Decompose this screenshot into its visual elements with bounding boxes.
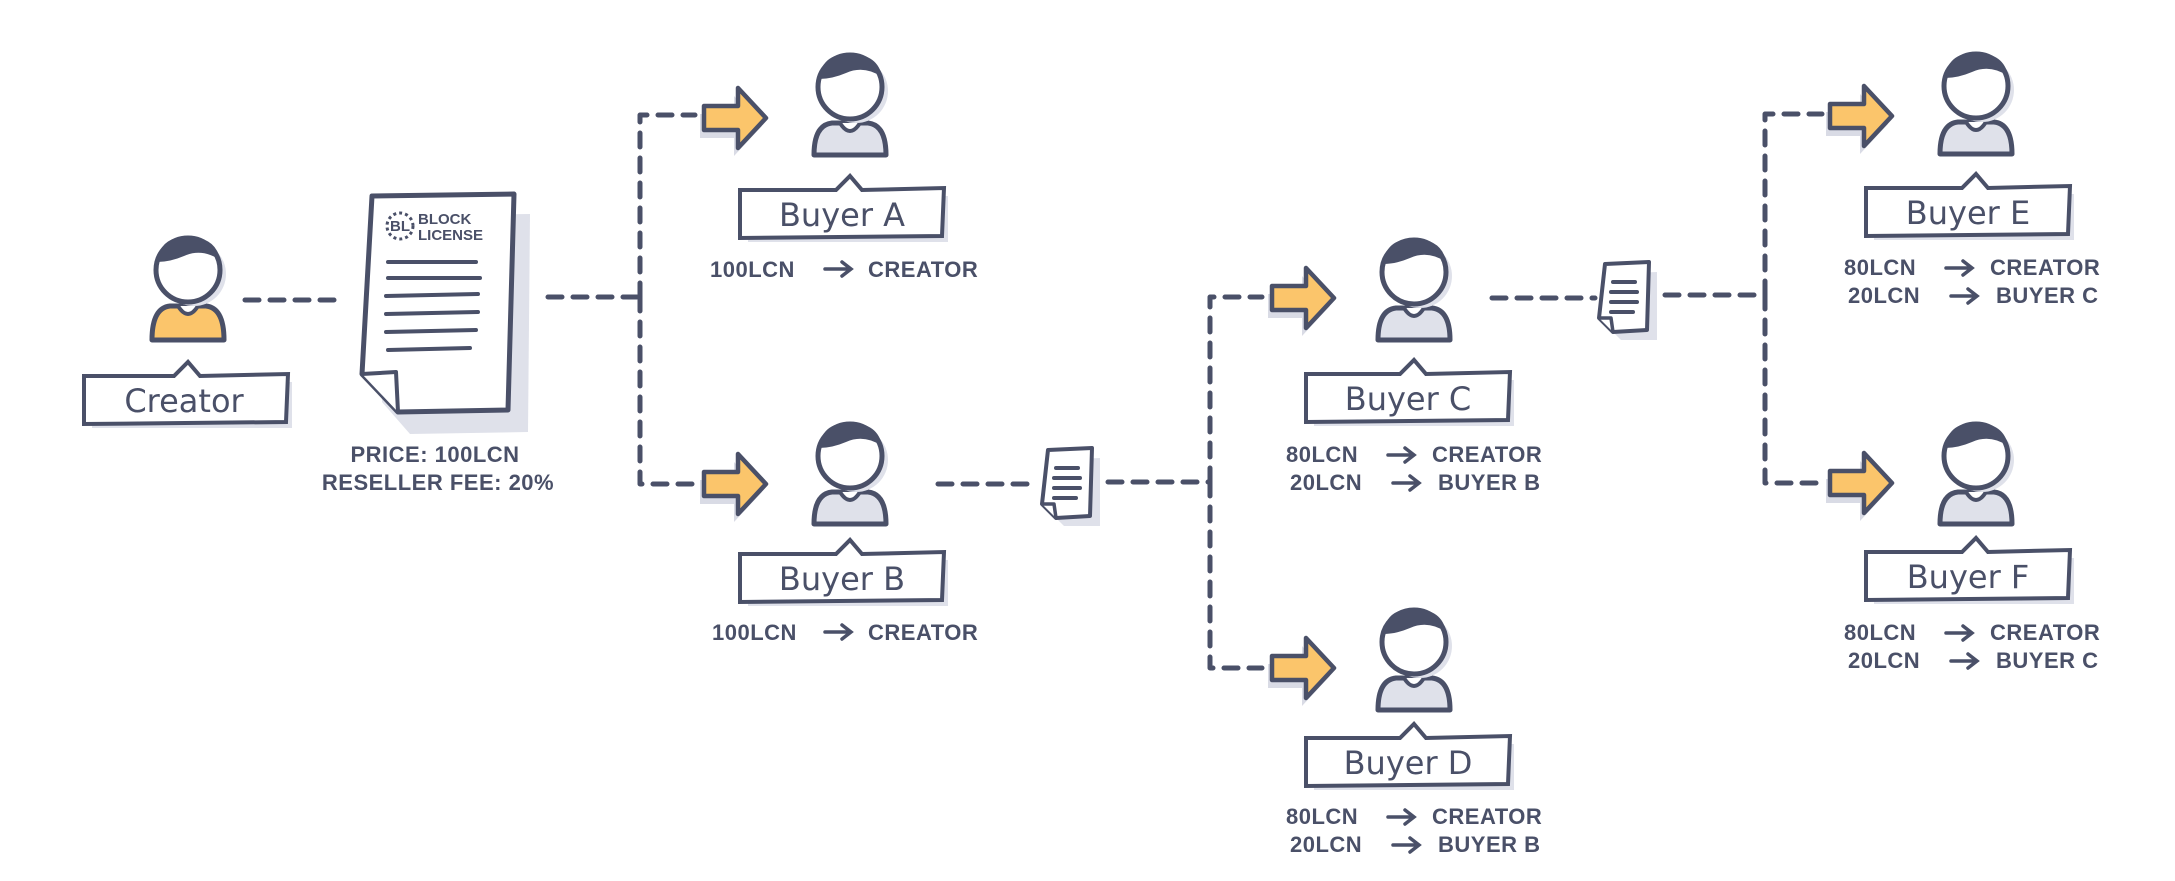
tx-recipient: BUYER B xyxy=(1438,832,1541,857)
connectors xyxy=(242,111,1825,671)
tx-amount: 80LCN xyxy=(1286,442,1358,467)
person-icon xyxy=(1937,51,2015,157)
buyer-b-label-text: Buyer B xyxy=(779,560,905,598)
document-icon xyxy=(1040,446,1100,526)
buyer-d-label: Buyer D xyxy=(1304,721,1514,790)
tx-recipient: CREATOR xyxy=(868,257,978,282)
arrow-right-icon xyxy=(700,451,769,522)
buyer-a-label-text: Buyer A xyxy=(779,196,905,234)
person-icon xyxy=(1937,421,2015,527)
arrow-right-icon xyxy=(700,85,769,156)
connector-split3-buyer-e xyxy=(1762,111,1825,298)
buyer-e-label-text: Buyer E xyxy=(1906,194,2030,232)
tx-amount: 80LCN xyxy=(1844,620,1916,645)
buyer-a-node: Buyer A 100LCN CREATOR xyxy=(710,52,978,282)
arrow-right-icon xyxy=(1826,450,1895,521)
tx-amount: 100LCN xyxy=(710,257,795,282)
tx-amount: 20LCN xyxy=(1848,648,1920,673)
license-price: PRICE: 100LCN xyxy=(350,442,519,467)
connector-split2-buyer-d xyxy=(1207,479,1265,671)
buyer-a-label: Buyer A xyxy=(738,173,948,242)
buyer-d-label-text: Buyer D xyxy=(1344,744,1473,782)
tx-recipient: CREATOR xyxy=(868,620,978,645)
arrows xyxy=(700,83,1895,706)
buyer-b-tx-0: 100LCN CREATOR xyxy=(712,620,978,645)
buyer-d-tx-1: 20LCN BUYER B xyxy=(1290,832,1541,857)
connector-split3-buyer-f xyxy=(1762,292,1825,486)
arrow-right-icon xyxy=(1268,635,1337,706)
buyer-e-tx-0: 80LCN CREATOR xyxy=(1844,255,2100,280)
arrow-right-icon xyxy=(1268,265,1337,336)
buyer-e-tx-1: 20LCN BUYER C xyxy=(1848,283,2099,308)
buyer-d-tx-0: 80LCN CREATOR xyxy=(1286,804,1542,829)
connector-split-buyer-a xyxy=(637,112,698,300)
arrow-right-icon xyxy=(1826,83,1895,154)
logo-initials: BL xyxy=(390,218,410,235)
tx-amount: 100LCN xyxy=(712,620,797,645)
buyer-c-tx-0: 80LCN CREATOR xyxy=(1286,442,1542,467)
creator-label-text: Creator xyxy=(124,382,244,420)
buyer-f-label-text: Buyer F xyxy=(1907,558,2030,596)
logo-line-1: BLOCK xyxy=(418,211,471,228)
connector-split-buyer-b xyxy=(637,294,698,487)
buyer-d-node: Buyer D 80LCN CREATOR 20LCN BUYER B xyxy=(1286,607,1542,857)
logo-line-2: LICENSE xyxy=(418,227,483,244)
tx-amount: 80LCN xyxy=(1844,255,1916,280)
tx-recipient: CREATOR xyxy=(1990,620,2100,645)
tx-amount: 20LCN xyxy=(1290,832,1362,857)
tx-amount: 80LCN xyxy=(1286,804,1358,829)
license-document-icon: BL BLOCK LICENSE xyxy=(359,191,530,434)
tx-recipient: CREATOR xyxy=(1432,442,1542,467)
tx-amount: 20LCN xyxy=(1848,283,1920,308)
buyer-c-label: Buyer C xyxy=(1304,357,1514,426)
buyer-f-tx-0: 80LCN CREATOR xyxy=(1844,620,2100,645)
document-icon xyxy=(1597,260,1657,340)
person-icon xyxy=(811,52,889,158)
buyer-e-label: Buyer E xyxy=(1864,171,2074,240)
tx-recipient: CREATOR xyxy=(1990,255,2100,280)
buyer-f-tx-1: 20LCN BUYER C xyxy=(1848,648,2099,673)
tx-recipient: BUYER B xyxy=(1438,470,1541,495)
buyer-e-node: Buyer E 80LCN CREATOR 20LCN BUYER C xyxy=(1844,51,2100,308)
buyer-f-label: Buyer F xyxy=(1864,535,2074,604)
buyer-b-node: Buyer B 100LCN CREATOR xyxy=(712,421,978,645)
tx-amount: 20LCN xyxy=(1290,470,1362,495)
person-icon xyxy=(1375,237,1453,343)
connector-split2-buyer-c xyxy=(1207,294,1265,485)
person-icon xyxy=(811,421,889,527)
person-icon xyxy=(149,235,227,343)
buyer-c-tx-1: 20LCN BUYER B xyxy=(1290,470,1541,495)
tx-recipient: CREATOR xyxy=(1432,804,1542,829)
buyer-f-node: Buyer F 80LCN CREATOR 20LCN BUYER C xyxy=(1844,421,2100,673)
person-icon xyxy=(1375,607,1453,713)
tx-recipient: BUYER C xyxy=(1996,283,2099,308)
buyer-a-tx-0: 100LCN CREATOR xyxy=(710,257,978,282)
buyer-c-node: Buyer C 80LCN CREATOR 20LCN BUYER B xyxy=(1286,237,1542,495)
buyer-c-label-text: Buyer C xyxy=(1345,380,1472,418)
buyer-b-label: Buyer B xyxy=(738,537,948,606)
creator-label: Creator xyxy=(82,359,292,428)
tx-recipient: BUYER C xyxy=(1996,648,2099,673)
license-reseller-fee: RESELLER FEE: 20% xyxy=(322,470,554,495)
block-license-logo: BL BLOCK LICENSE xyxy=(385,211,483,244)
creator-node: Creator xyxy=(82,235,292,428)
